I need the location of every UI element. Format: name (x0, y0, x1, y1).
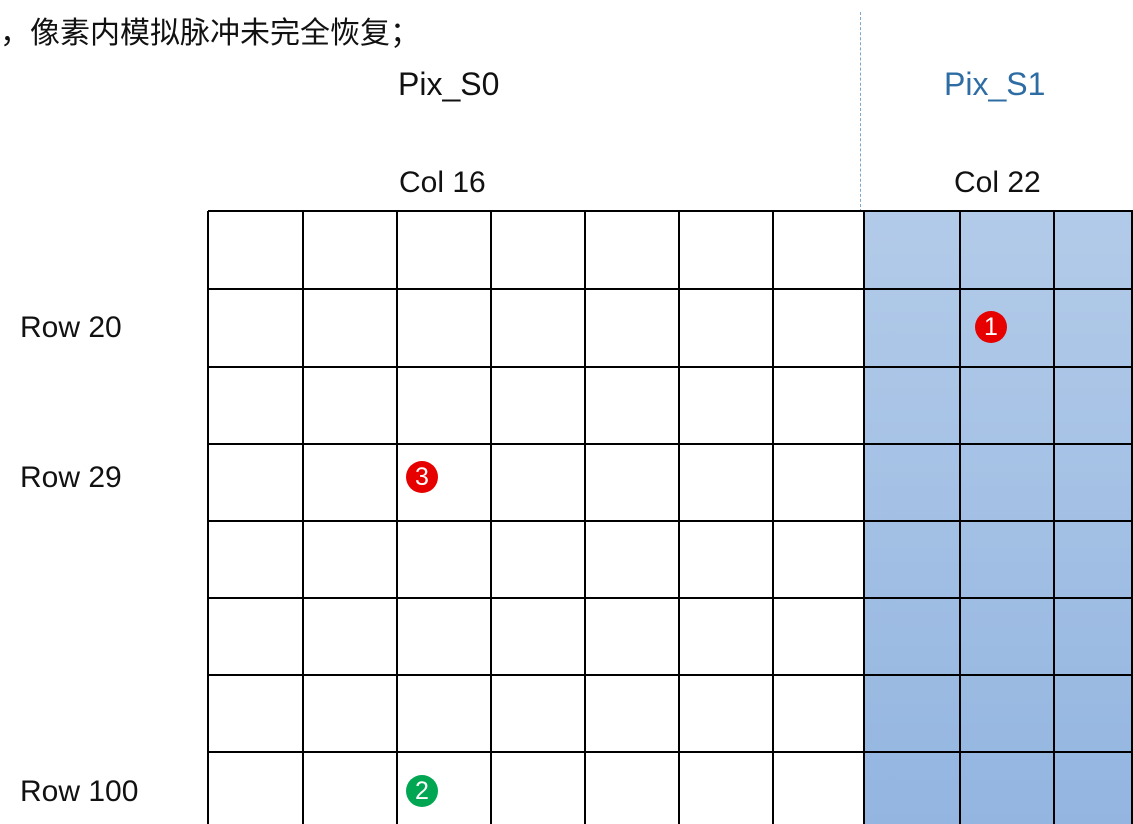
marker-1: 1 (975, 311, 1007, 343)
pix-s0-label: Pix_S0 (398, 66, 500, 102)
col-22-label: Col 22 (954, 166, 1041, 199)
marker-2-number: 2 (415, 777, 429, 805)
marker-3: 3 (406, 461, 438, 493)
pix-s1-label: Pix_S1 (944, 66, 1046, 102)
col-16-label: Col 16 (399, 166, 486, 199)
row-29-label: Row 29 (20, 461, 122, 494)
row-100-label: Row 100 (20, 775, 139, 808)
header-text: ，像素内模拟脉冲未完全恢复； (0, 16, 420, 51)
marker-2: 2 (406, 775, 438, 807)
pix-s1-region (864, 211, 1133, 824)
region-divider (860, 12, 861, 212)
row-20-label: Row 20 (20, 311, 122, 344)
marker-3-number: 3 (415, 463, 429, 491)
marker-1-number: 1 (984, 313, 998, 341)
